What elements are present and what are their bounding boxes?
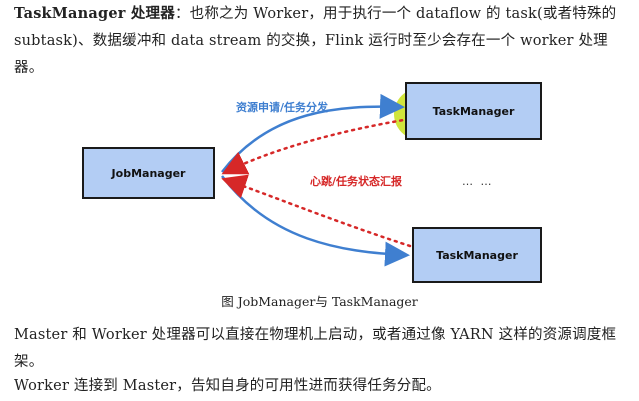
- intro-text: ：也称之为 Worker，用于执行一个 dataflow 的 task(或者特殊…: [14, 6, 617, 76]
- term-taskmanager: TaskManager 处理器: [14, 5, 175, 22]
- figure-caption: 图 JobManager与 TaskManager: [221, 294, 418, 309]
- resource-request-label: 资源申请/任务分发: [236, 101, 329, 114]
- blue-arrow-top: [221, 93, 405, 173]
- red-arrow-bottom: [221, 174, 412, 248]
- heartbeat-label: 心跳/任务状态汇报: [310, 175, 403, 188]
- task-manager-box-top: TaskManager: [405, 82, 542, 140]
- startup-paragraph: Master 和 Worker 处理器可以直接在物理机上启动，或者通过像 YAR…: [14, 327, 617, 370]
- ellipsis-text: … …: [462, 175, 494, 188]
- task-manager-box-bottom: TaskManager: [412, 227, 542, 283]
- worker-paragraph: Worker 连接到 Master，告知自身的可用性进而获得任务分配。: [14, 378, 441, 394]
- red-arrow-top: [221, 116, 418, 175]
- job-manager-box: JobManager: [82, 147, 215, 199]
- intro-paragraph: TaskManager 处理器：也称之为 Worker，用于执行一个 dataf…: [14, 0, 624, 82]
